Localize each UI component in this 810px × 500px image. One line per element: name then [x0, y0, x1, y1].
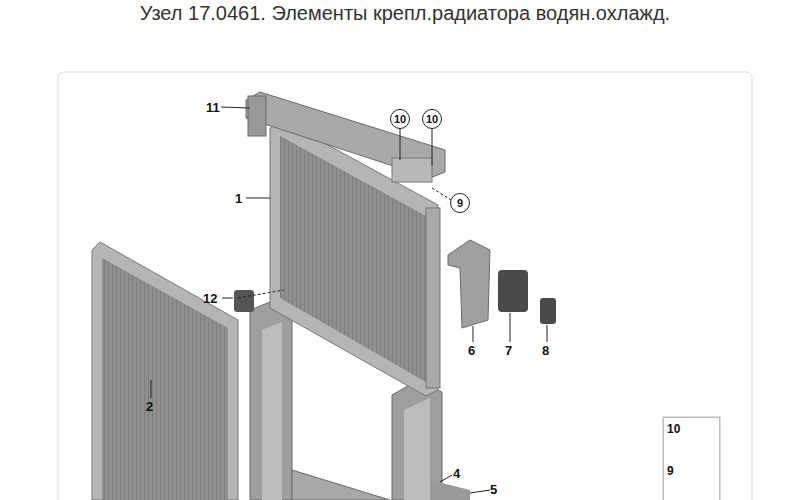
legend-inset: 10 9	[663, 417, 720, 500]
bracket-4	[430, 480, 470, 500]
callout-number: 9	[457, 197, 463, 209]
radiator-2	[92, 242, 238, 500]
carrier-left	[250, 300, 292, 500]
part-6	[448, 240, 490, 328]
callout-number: 6	[468, 343, 475, 358]
callout-number: 11	[206, 100, 220, 115]
radiator-2-core	[102, 258, 228, 500]
callout-number: 9	[667, 464, 674, 478]
carrier-left-inner	[262, 322, 282, 500]
page-title: Узел 17.0461. Элементы крепл.радиатора в…	[0, 1, 810, 25]
callout-circle: 9	[450, 193, 470, 213]
part-8	[540, 298, 556, 324]
callout-number: 12	[203, 291, 217, 306]
callout-number: 4	[453, 466, 460, 481]
callout-number: 10	[426, 113, 438, 125]
callout-circle: 10	[422, 109, 442, 129]
top-bar-mount	[392, 158, 432, 182]
callout-number: 1	[235, 191, 242, 206]
callout-circle: 10	[390, 109, 410, 129]
frame	[58, 72, 752, 500]
callout-number: 7	[505, 343, 512, 358]
carrier-bottom	[292, 470, 390, 500]
inset-border	[663, 417, 720, 500]
radiator-1	[270, 120, 438, 396]
callout-number: 10	[667, 422, 680, 436]
callout-number: 10	[394, 113, 406, 125]
callout-number: 2	[146, 399, 153, 414]
top-bar-end	[248, 96, 266, 136]
part-7	[498, 270, 528, 312]
grommet-12	[234, 290, 254, 312]
leader-lines	[151, 107, 547, 493]
callout-number: 5	[490, 482, 497, 497]
callout-number: 8	[542, 343, 549, 358]
radiator-1-tank	[426, 208, 440, 388]
carrier-right-inner	[404, 398, 430, 500]
